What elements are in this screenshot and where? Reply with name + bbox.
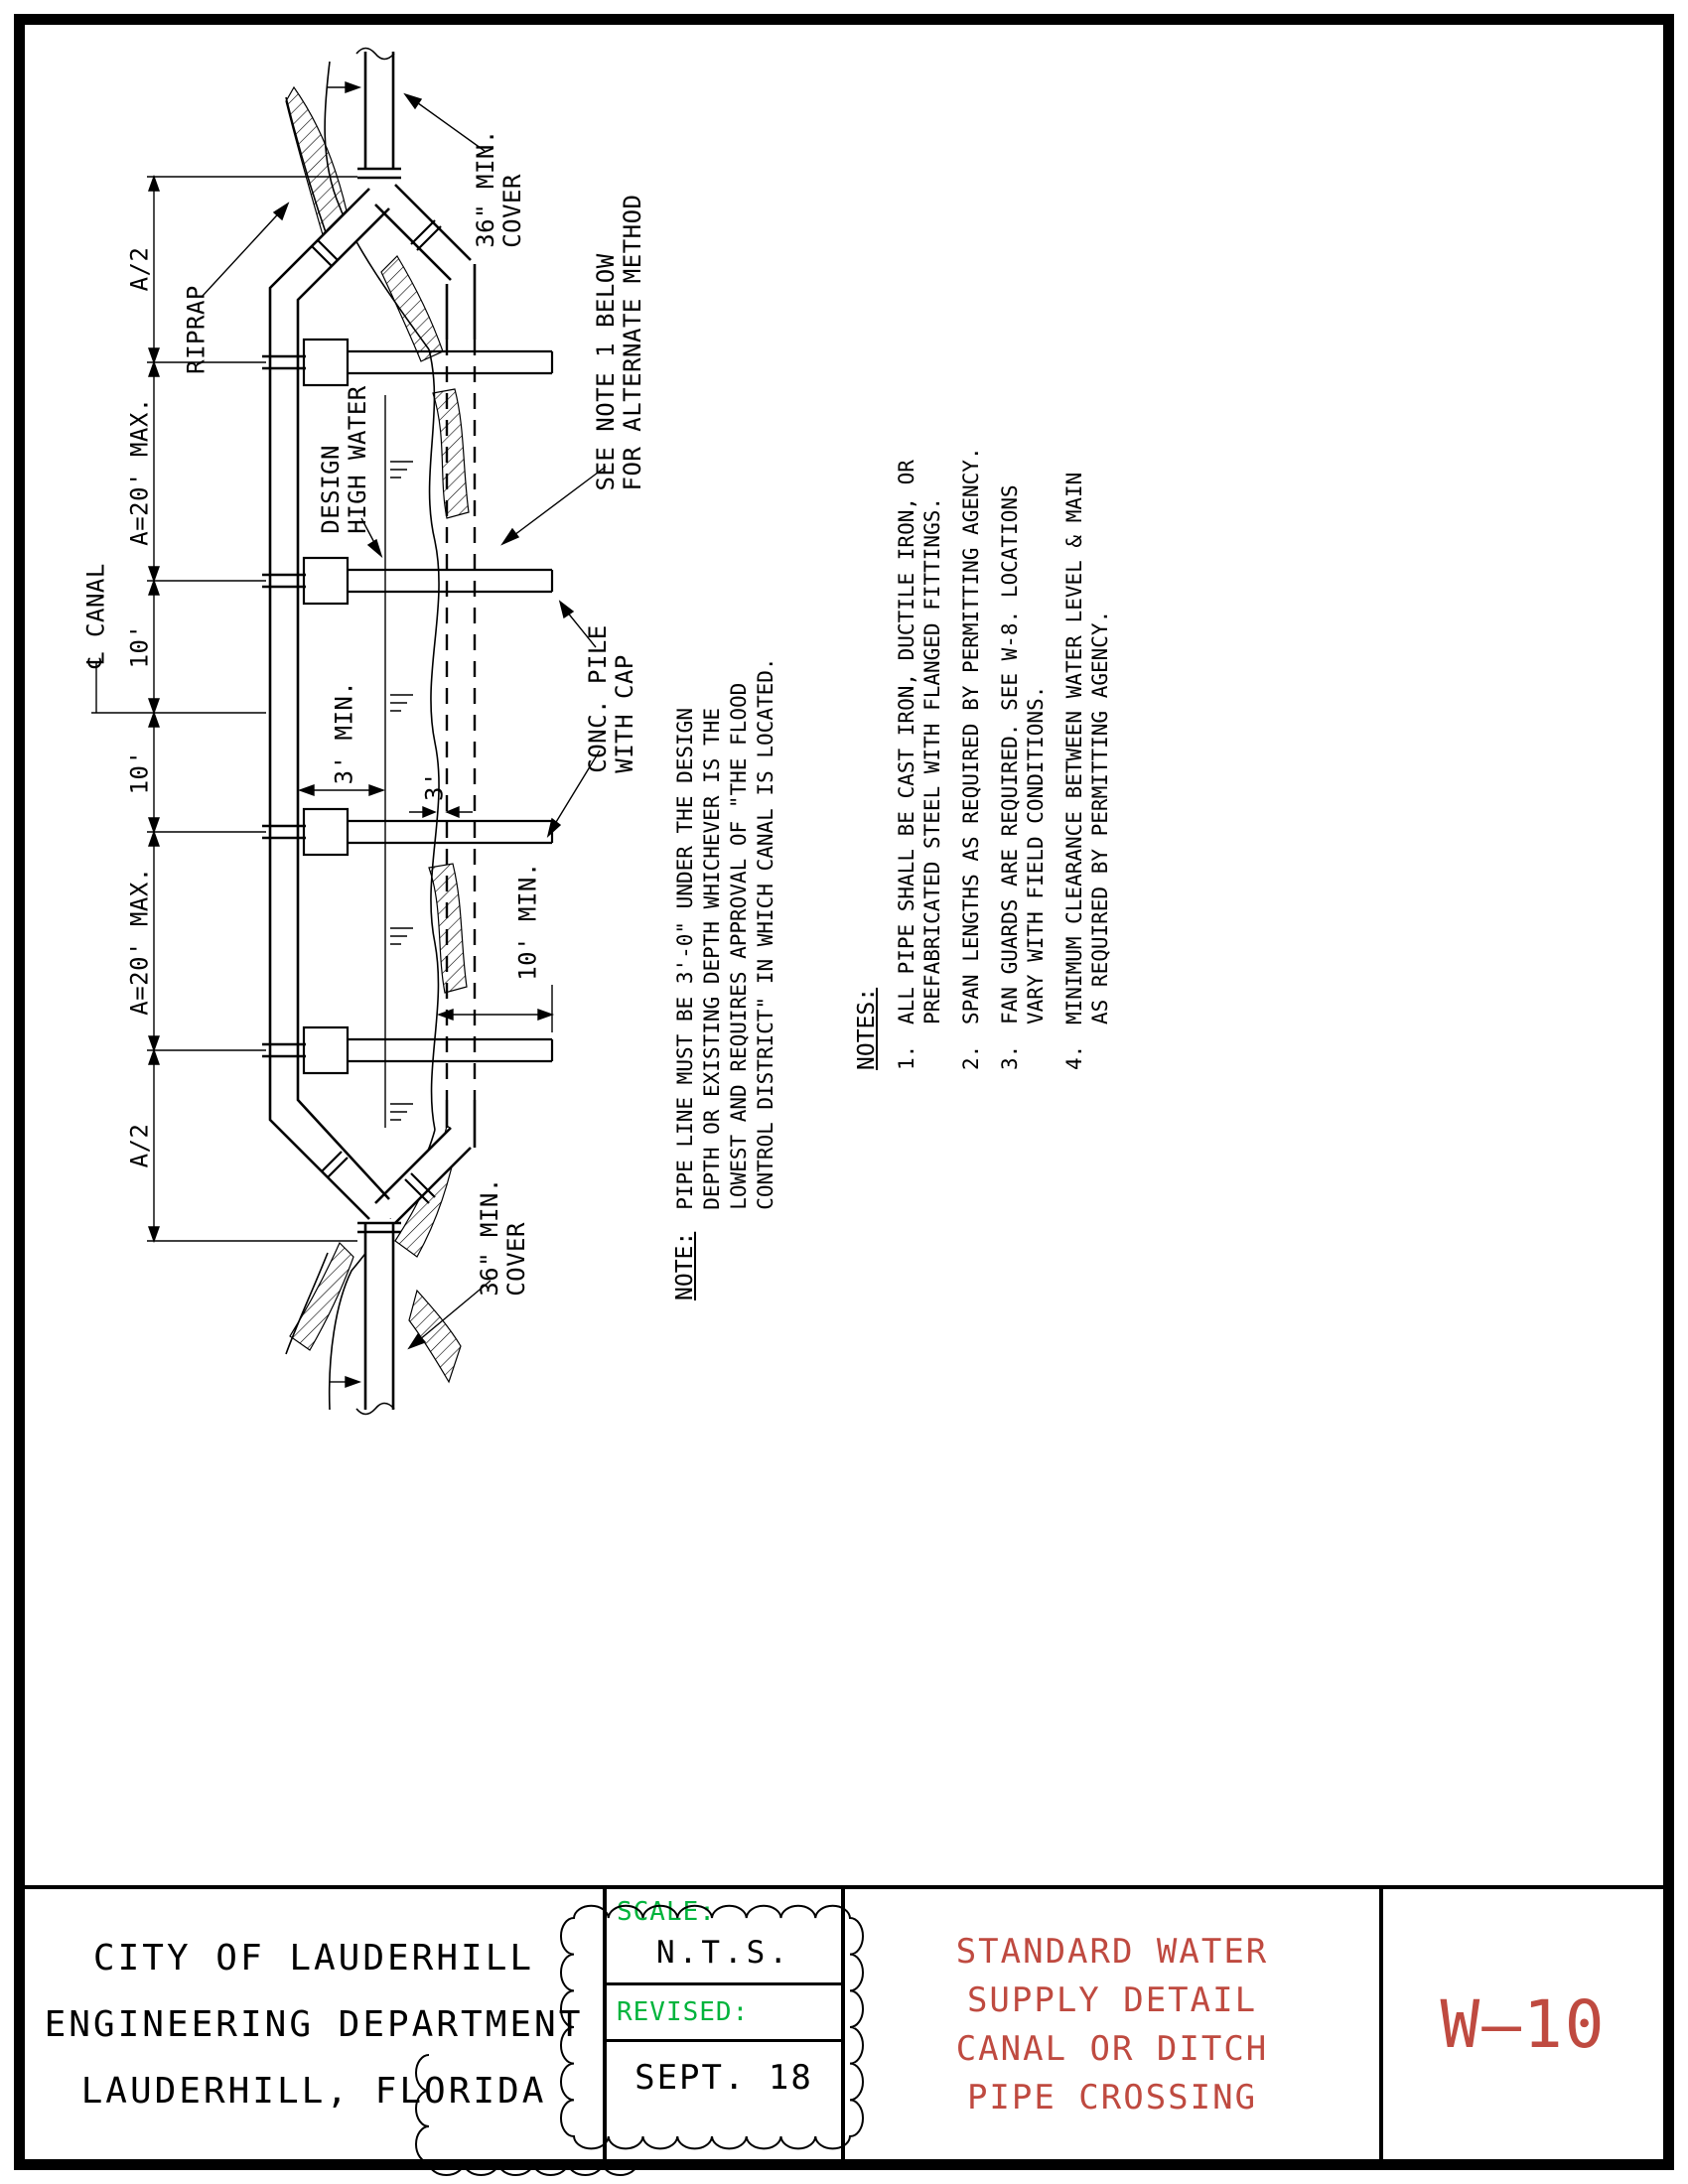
note-item-number: 2. (959, 1044, 983, 1070)
min-3ft-label: 3' MIN. (330, 680, 358, 785)
sheet-title-line: PIPE CROSSING (966, 2077, 1258, 2117)
riprap-label: RIPRAP (182, 285, 211, 374)
scale-block: SCALE: N.T.S. REVISED: SEPT. 18 (603, 1889, 841, 2159)
notes-block: NOTES: 1. ALL PIPE SHALL BE CAST IRON, D… (854, 415, 1142, 1070)
canal-centerline-label: ℄ CANAL (81, 563, 110, 668)
note-item: 4. MINIMUM CLEARANCE BETWEEN WATER LEVEL… (1061, 415, 1113, 1070)
sheet-title-line: CANAL OR DITCH (955, 2028, 1269, 2069)
sheet-title: STANDARD WATER SUPPLY DETAIL CANAL OR DI… (841, 1889, 1379, 2159)
note-item-text: SPAN LENGTHS AS REQUIRED BY PERMITTING A… (959, 447, 983, 1024)
divider (607, 1982, 841, 1985)
sheet-title-line: SUPPLY DETAIL (966, 1979, 1258, 2020)
org-line-state: LAUDERHILL, FLORIDA (80, 2070, 547, 2112)
note-item-text: MINIMUM CLEARANCE BETWEEN WATER LEVEL & … (1062, 472, 1112, 1024)
note-body: PIPE LINE MUST BE 3'-0" UNDER THE DESIGN… (673, 657, 777, 1210)
dim-label-10ft-top: 10' (125, 623, 154, 669)
design-high-water-label: DESIGN HIGH WATER (317, 385, 371, 534)
revised-date: SEPT. 18 (634, 2058, 813, 2098)
sheet-number-block: W—10 (1379, 1889, 1663, 2159)
alternate-pipe-dashed (445, 340, 477, 1100)
scale-label: SCALE: (617, 1897, 716, 1927)
concrete-piles (302, 338, 554, 1075)
notes-heading: NOTES: (854, 987, 880, 1070)
3ft-label: 3' (420, 771, 449, 801)
dim-label-10ft-bottom: 10' (125, 750, 154, 795)
title-block: CITY OF LAUDERHILL ENGINEERING DEPARTMEN… (25, 1885, 1663, 2159)
pipe-fills (270, 52, 475, 1410)
dim-label-a20-max-bottom: A=20' MAX. (125, 867, 154, 1016)
design-high-water-line (384, 395, 413, 1128)
dimension-lines (91, 174, 555, 1244)
note-item-number: 1. (895, 1044, 918, 1070)
dim-label-a-half-top: A/2 (125, 246, 154, 292)
note-item: 3. FAN GUARDS ARE REQUIRED. SEE W-8. LOC… (997, 415, 1049, 1070)
conc-pile-label: CONC. PILE WITH CAP (584, 624, 638, 773)
revised-label: REVISED: (617, 1997, 750, 2027)
cover-label-bottom: 36" MIN. COVER (476, 1177, 530, 1297)
pipe-outlines (262, 47, 477, 1416)
see-note-label: SEE NOTE 1 BELOW FOR ALTERNATE METHOD (592, 194, 646, 491)
note-item-text: ALL PIPE SHALL BE CAST IRON, DUCTILE IRO… (895, 460, 944, 1024)
note-block: NOTE: PIPE LINE MUST BE 3'-0" UNDER THE … (672, 635, 791, 1300)
scale-value: N.T.S. (656, 1935, 791, 1971)
divider (607, 2039, 841, 2042)
note-item: 1. ALL PIPE SHALL BE CAST IRON, DUCTILE … (894, 415, 945, 1070)
org-line-city: CITY OF LAUDERHILL (92, 1937, 535, 1979)
org-block: CITY OF LAUDERHILL ENGINEERING DEPARTMEN… (25, 1889, 603, 2159)
dim-label-a20-max-top: A=20' MAX. (125, 397, 154, 546)
note-item-number: 4. (1062, 1044, 1086, 1070)
note-item-number: 3. (998, 1044, 1022, 1070)
note-item: 2. SPAN LENGTHS AS REQUIRED BY PERMITTIN… (958, 415, 984, 1070)
org-line-dept: ENGINEERING DEPARTMENT (44, 2003, 584, 2045)
note-item-text: FAN GUARDS ARE REQUIRED. SEE W-8. LOCATI… (998, 484, 1048, 1024)
cover-label-top: 36" MIN. COVER (472, 129, 526, 248)
sheet-number: W—10 (1440, 1985, 1607, 2063)
sheet-title-line: STANDARD WATER (955, 1931, 1269, 1972)
note-heading: NOTE: (672, 1231, 698, 1300)
leader-lines (202, 81, 607, 1388)
dim-label-a-half-bottom: A/2 (125, 1123, 154, 1168)
min-10ft-label: 10' MIN. (513, 862, 542, 981)
